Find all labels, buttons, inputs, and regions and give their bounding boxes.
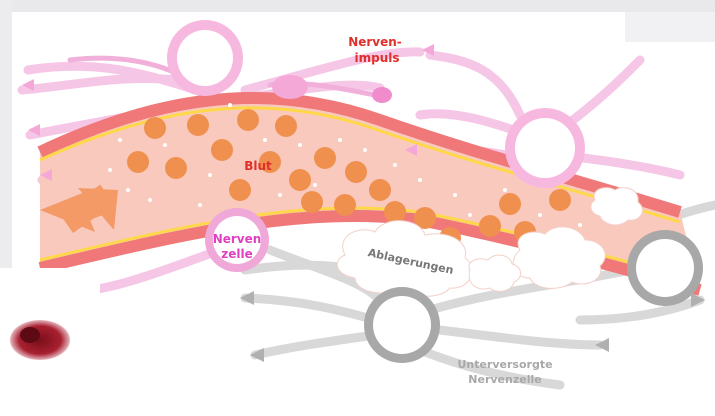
label-undersupplied-1: Unterversorgte — [457, 358, 552, 371]
blood-cell — [187, 114, 209, 136]
left-band — [0, 0, 12, 268]
blood-cell — [345, 161, 367, 183]
blood-cell — [144, 117, 166, 139]
label-nerve-impulse-1: Nerven- — [348, 35, 402, 49]
blood-cell — [301, 191, 323, 213]
label-nerve-cell-2: zelle — [221, 247, 253, 261]
blood-cell — [549, 189, 571, 211]
blood-cell — [314, 147, 336, 169]
blood-cell — [499, 193, 521, 215]
blood-cell — [334, 194, 356, 216]
blood-cell — [127, 151, 149, 173]
blood-cell — [237, 109, 259, 131]
label-undersupplied-2: Nervenzelle — [468, 373, 541, 386]
blood-cell — [165, 157, 187, 179]
blood-cell — [289, 169, 311, 191]
nerve-cell-top — [167, 20, 243, 96]
blood-cell — [369, 179, 391, 201]
blood-clot-icon — [0, 268, 100, 416]
label-blood: Blut — [244, 159, 272, 173]
blood-cell — [275, 115, 297, 137]
top-right-band — [625, 12, 715, 42]
undersupplied-cell-center — [364, 287, 440, 363]
top-band — [0, 0, 715, 12]
label-nerve-cell-1: Nerven — [213, 232, 262, 246]
label-nerve-impulse-2: impuls — [354, 51, 399, 65]
blood-cell — [211, 139, 233, 161]
blood-cell — [384, 201, 406, 223]
blood-cell — [229, 179, 251, 201]
blood-cell — [479, 215, 501, 237]
nerve-cell-right — [505, 108, 585, 188]
